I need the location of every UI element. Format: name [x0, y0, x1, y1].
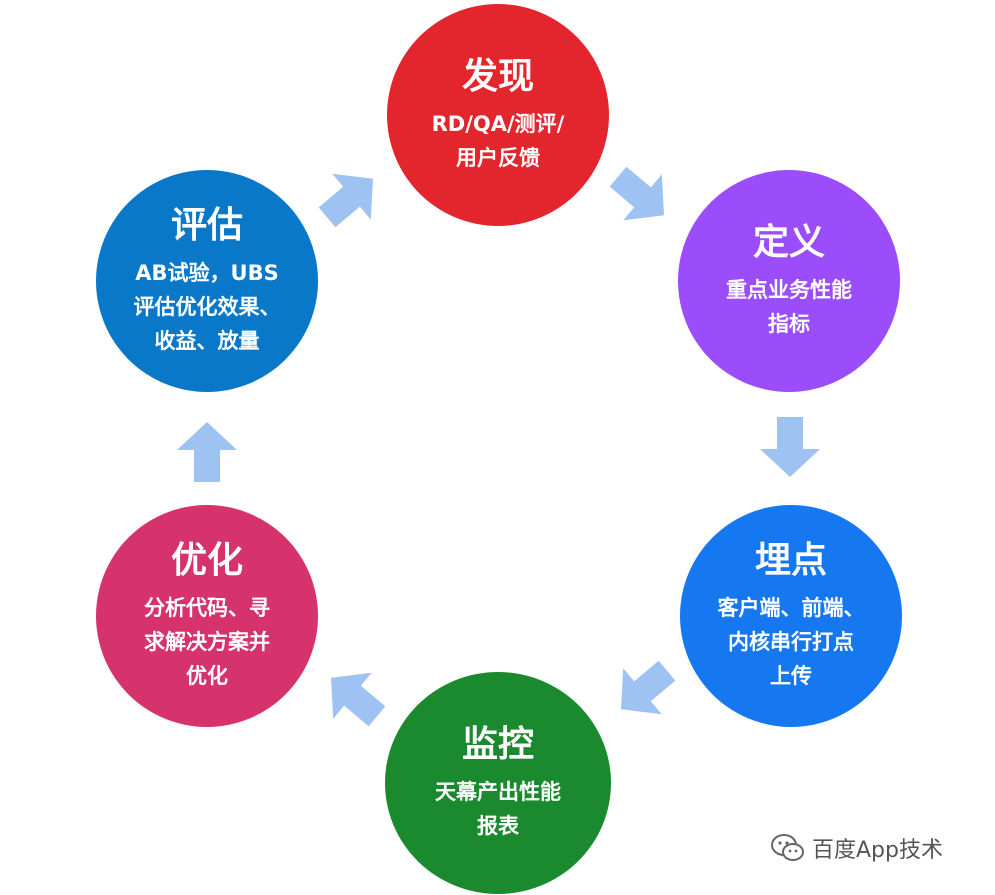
- node-title: 发现: [461, 56, 534, 97]
- arrow-evaluate-to-discover: [318, 173, 373, 228]
- node-desc: 分析代码、寻 求解决方案并 优化: [144, 596, 270, 688]
- node-title: 定义: [752, 222, 825, 263]
- wechat-icon: [771, 834, 804, 861]
- arrow-discover-to-define: [609, 166, 664, 221]
- node-discover: 发现 RD/QA/测评/ 用户反馈: [387, 4, 609, 226]
- node-desc: 客户端、前端、 内核串行打点 上传: [717, 596, 865, 688]
- arrow-track-to-monitor: [621, 660, 676, 715]
- arrow-define-to-track: [760, 417, 820, 477]
- arrow-monitor-to-optimize: [331, 672, 386, 727]
- node-title: 优化: [170, 540, 243, 581]
- arrow-optimize-to-evaluate: [177, 422, 237, 482]
- node-title: 埋点: [754, 540, 827, 581]
- node-title: 监控: [461, 724, 534, 765]
- node-desc: 重点业务性能 指标: [726, 278, 852, 336]
- node-title: 评估: [170, 205, 243, 246]
- node-optimize: 优化 分析代码、寻 求解决方案并 优化: [96, 505, 318, 727]
- watermark: 百度App技术: [770, 832, 943, 864]
- node-desc: AB试验，UBS 评估优化效果、 收益、放量: [133, 261, 281, 353]
- node-monitor: 监控 天幕产出性能 报表: [385, 672, 611, 894]
- node-track: 埋点 客户端、前端、 内核串行打点 上传: [680, 505, 902, 727]
- watermark-text: 百度App技术: [812, 838, 943, 863]
- node-define: 定义 重点业务性能 指标: [678, 170, 900, 392]
- node-evaluate: 评估 AB试验，UBS 评估优化效果、 收益、放量: [96, 170, 318, 392]
- node-desc: 天幕产出性能 报表: [435, 780, 561, 838]
- node-desc: RD/QA/测评/ 用户反馈: [431, 112, 565, 170]
